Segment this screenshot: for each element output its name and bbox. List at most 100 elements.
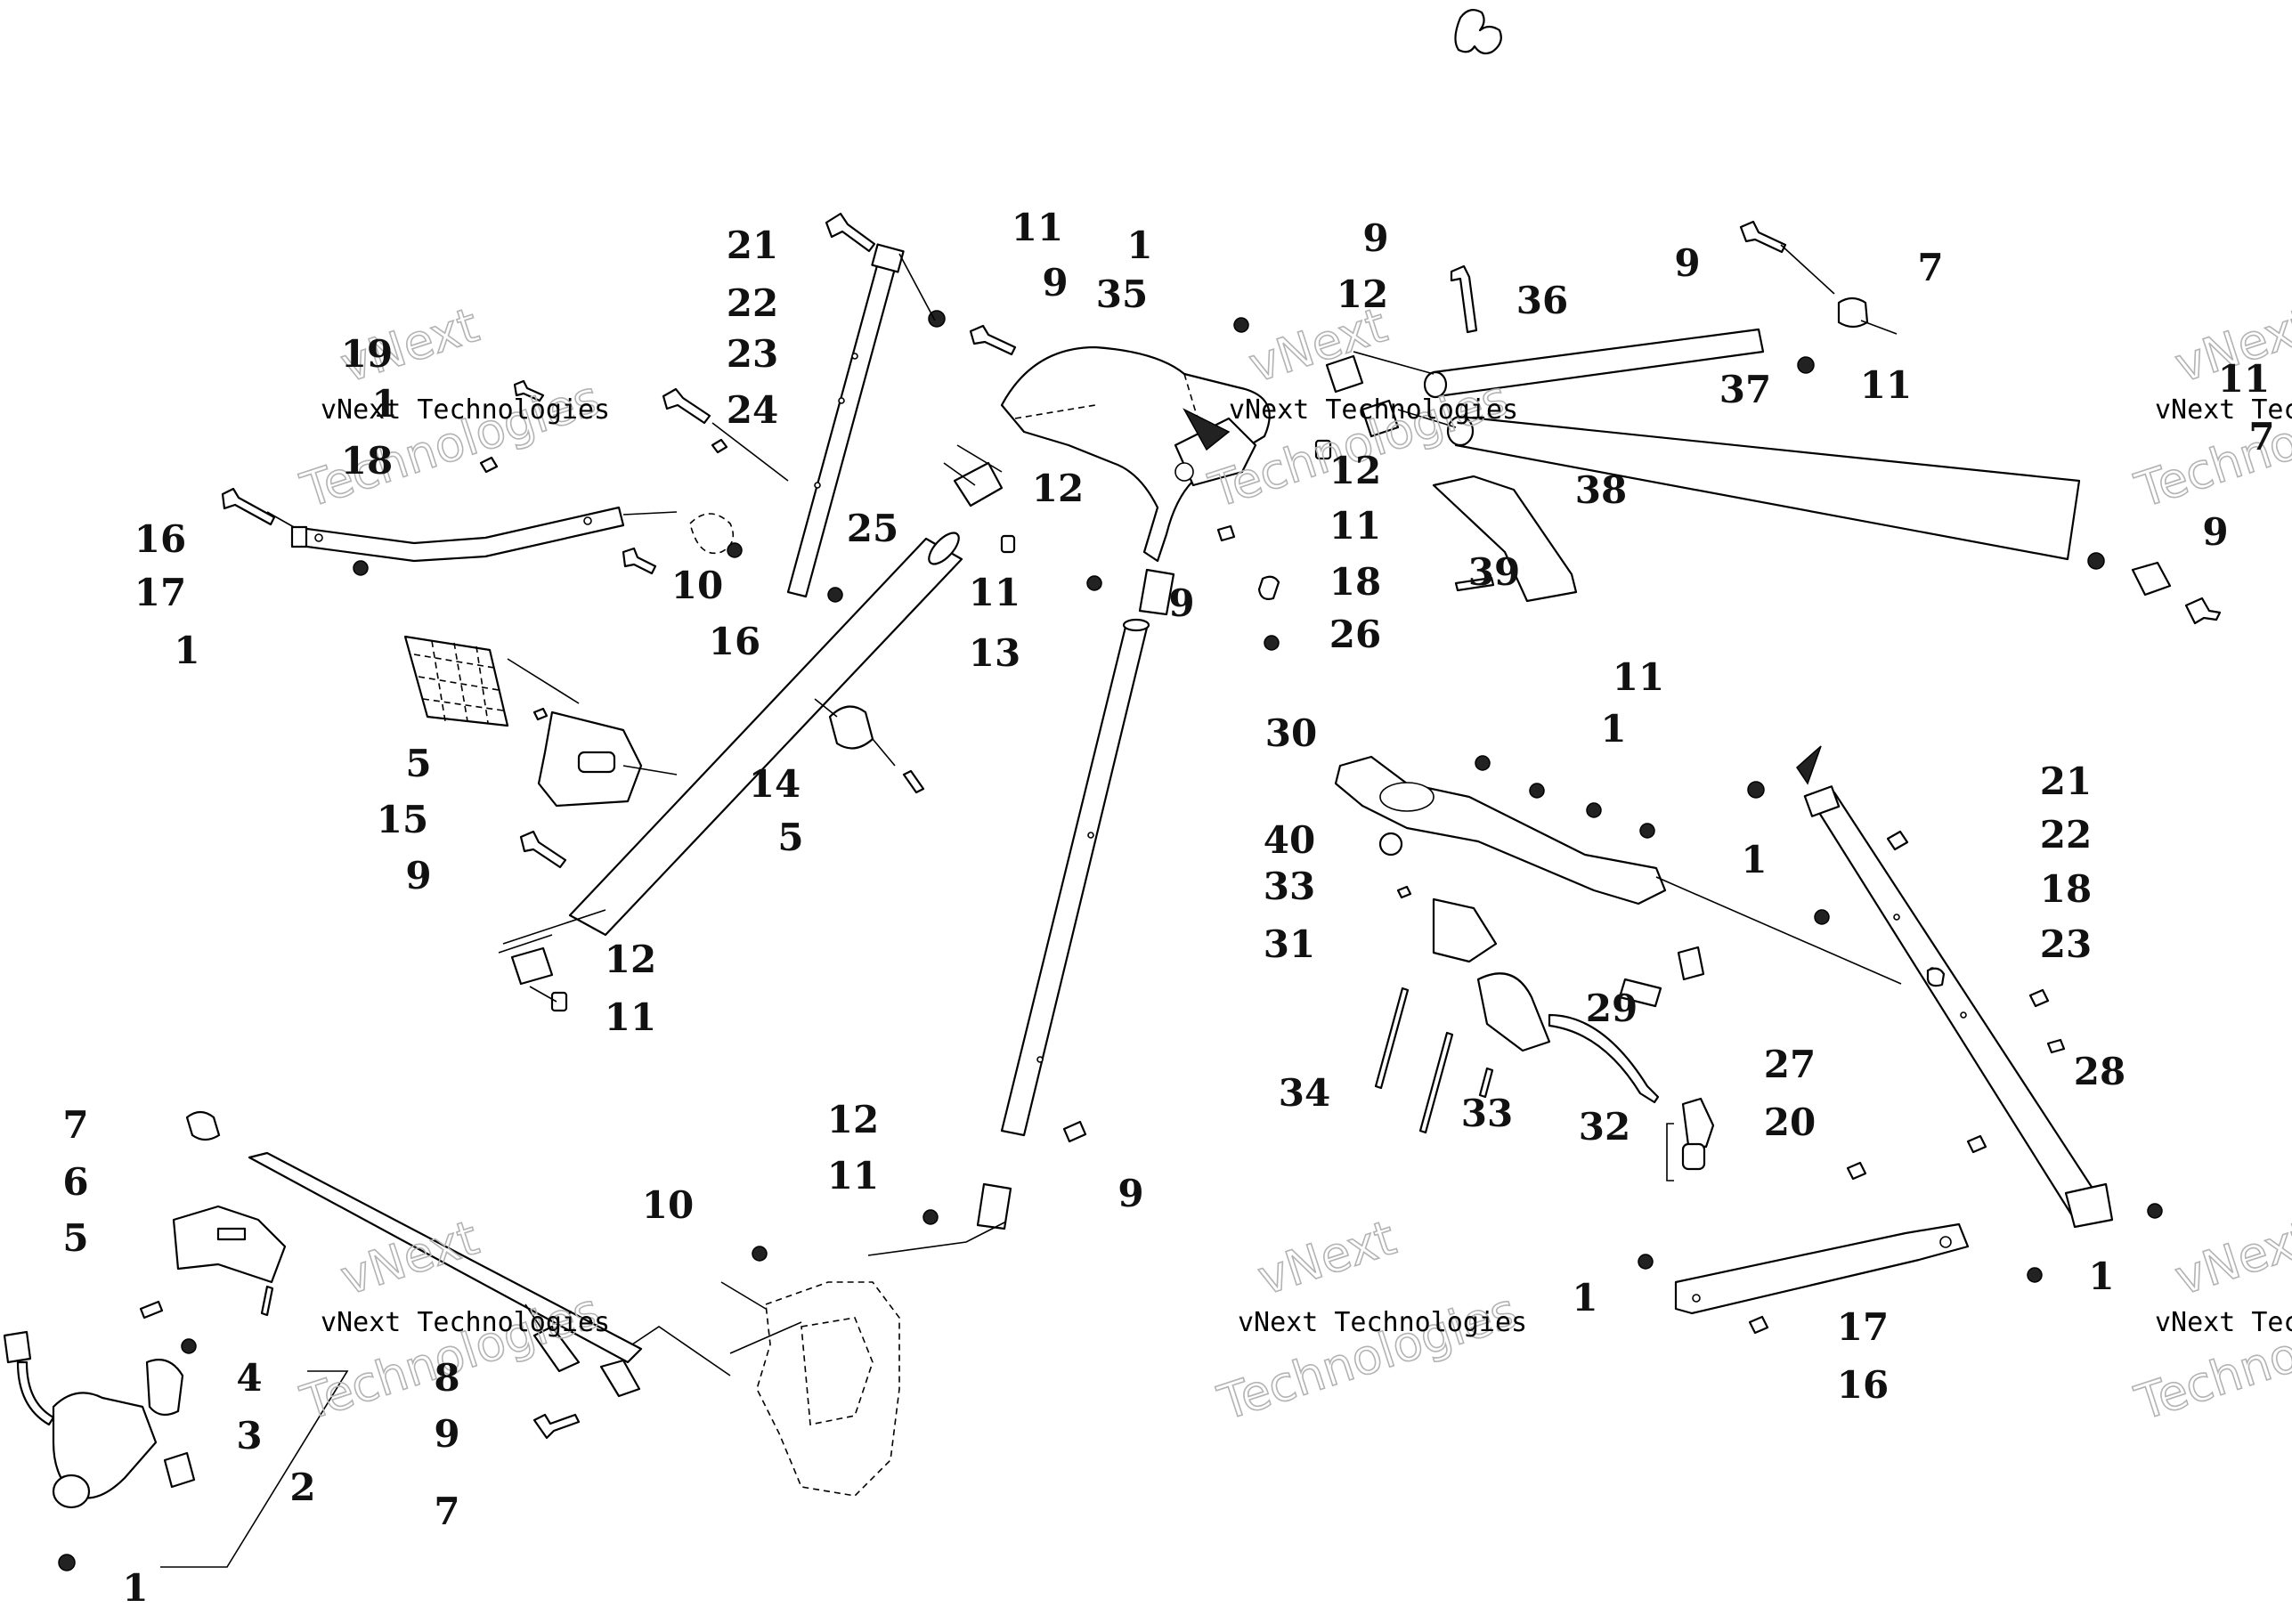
callout-label: 5 <box>405 742 431 785</box>
callout-label: 5 <box>62 1216 88 1260</box>
clip-24 <box>711 438 728 454</box>
nut-11-right-strap <box>1747 781 1765 799</box>
callout-label: 20 <box>1764 1100 1816 1144</box>
callout-label: 1 <box>2088 1255 2114 1298</box>
switch-31 <box>1432 897 1498 963</box>
callout-label: 31 <box>1264 922 1315 966</box>
bolt-19 <box>513 379 545 402</box>
callout-label: 12 <box>1337 272 1388 316</box>
clamp-shaft-bottom <box>976 1182 1012 1230</box>
bracket-17-left <box>292 506 625 563</box>
nut-1-housing <box>1233 317 1249 333</box>
bracket-6 <box>172 1205 287 1284</box>
clamp-left-bottom <box>510 946 554 986</box>
callout-label: 11 <box>2218 357 2270 401</box>
strap-22-right-bottom <box>2064 1182 2114 1229</box>
callout-label: 33 <box>1264 865 1315 908</box>
strap-22-right <box>1810 791 2103 1222</box>
callout-label: 14 <box>749 762 801 806</box>
callout-label: 7 <box>434 1490 459 1533</box>
bolt-9-far-right <box>2184 597 2222 625</box>
callout-label: 30 <box>1265 711 1317 755</box>
callout-label: 17 <box>1837 1305 1889 1349</box>
bolt-34-a <box>1374 987 1410 1090</box>
strap-22r-hole-c <box>1960 1011 1967 1019</box>
bolt-23-right <box>2028 988 2050 1008</box>
nut-10-phantom <box>689 513 735 555</box>
module-block <box>403 635 509 727</box>
callout-label: 1 <box>1600 707 1626 751</box>
leader-strap-left <box>711 253 936 482</box>
connector-3 <box>163 1451 196 1489</box>
bolt-16-left-a <box>221 487 276 526</box>
nut-11-far-right <box>2087 552 2105 570</box>
callout-label: 40 <box>1264 818 1315 862</box>
bolt-9-lower <box>532 1413 581 1440</box>
grommet-29 <box>1677 946 1705 981</box>
leader-tube-left-top <box>943 444 1003 486</box>
bracket-17-left-end <box>290 525 308 548</box>
rivet-5-center <box>902 769 925 794</box>
callout-label: 7 <box>1917 246 1943 289</box>
callout-label: 11 <box>1012 206 1063 249</box>
leader-module <box>507 658 678 775</box>
watermark-big-line: Technologies <box>1212 1282 1524 1431</box>
callout-label: 13 <box>969 631 1020 675</box>
callout-label: 17 <box>134 571 186 614</box>
nut-1-a <box>1475 755 1491 771</box>
callout-label: 24 <box>727 388 778 432</box>
callout-label: 21 <box>2040 759 2092 803</box>
callout-label: 16 <box>1837 1363 1889 1407</box>
bracket-32 <box>1666 1123 1674 1181</box>
callout-label: 12 <box>827 1098 879 1141</box>
callout-label: 11 <box>1329 504 1381 548</box>
motor-2-wire <box>16 1360 55 1426</box>
bolt-16-left-b <box>622 547 657 575</box>
bolt-9-far <box>1739 220 1787 254</box>
strap-22r-hole-a <box>1893 914 1900 921</box>
nut-1-bracket-17r-b <box>2027 1267 2043 1283</box>
nut-1-right-strap <box>1814 909 1830 925</box>
callout-label: 28 <box>2074 1050 2125 1093</box>
bracket-30 <box>1334 755 1667 905</box>
screw-39 <box>1454 576 1495 592</box>
callout-label: 2 <box>289 1466 315 1509</box>
callout-label: 23 <box>727 332 778 376</box>
clamp-7-lower <box>599 1359 641 1398</box>
callout-label: 11 <box>605 995 656 1039</box>
nut-11-shaft-bottom <box>922 1209 939 1225</box>
callout-label: 9 <box>1362 216 1388 260</box>
callout-label: 34 <box>1279 1071 1330 1115</box>
bolt-23-left <box>662 387 711 425</box>
callout-label: 29 <box>1586 987 1638 1030</box>
frame-casting-inner <box>801 1317 874 1425</box>
column-shaft-center <box>1000 621 1149 1137</box>
bolt-34-b <box>1418 1031 1454 1134</box>
callout-label: 27 <box>1764 1043 1816 1086</box>
nut-1-right-strap-bottom <box>2147 1203 2163 1219</box>
callout-label: 9 <box>405 854 431 897</box>
motor-2 <box>52 1392 158 1499</box>
housing-hidden-lines <box>1014 373 1199 419</box>
nut-11-tube36 <box>1797 356 1815 374</box>
leader-bracket-left <box>266 511 678 528</box>
nut-1-bracket <box>353 560 369 576</box>
rivet-5-lower <box>139 1300 164 1320</box>
tube-left-end-top <box>928 532 960 565</box>
bolt-9-shaft-bottom <box>1062 1120 1087 1143</box>
tube-36-end <box>1423 370 1448 399</box>
callout-label: 9 <box>1042 261 1068 304</box>
callout-label: 1 <box>174 629 199 672</box>
column-housing <box>1000 345 1271 563</box>
callout-label: 12 <box>605 938 656 981</box>
callout-label: 11 <box>1860 363 1912 407</box>
callout-label: 11 <box>969 571 1020 614</box>
housing-hole <box>1174 462 1194 482</box>
callout-label: 16 <box>134 517 186 561</box>
callout-label: 10 <box>642 1183 694 1227</box>
callout-label: 11 <box>1613 655 1664 699</box>
screw-33-bottom <box>1478 1067 1494 1099</box>
callout-label: 9 <box>434 1412 459 1456</box>
